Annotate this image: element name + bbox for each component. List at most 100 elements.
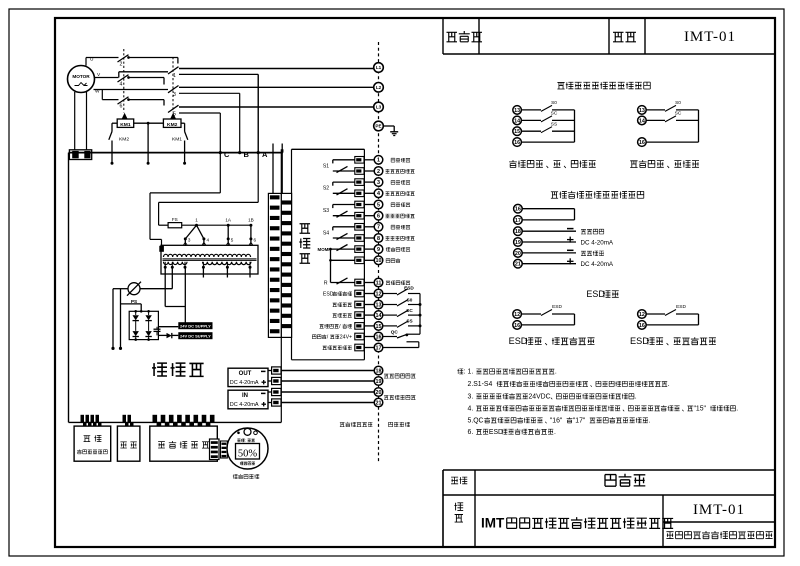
svg-text:DC 4-20mA: DC 4-20mA	[230, 380, 259, 386]
svg-text:13: 13	[376, 302, 382, 308]
svg-text:3: 3	[377, 180, 380, 186]
svg-text:S3: S3	[323, 208, 329, 214]
svg-text:S2: S2	[323, 186, 329, 192]
svg-text:1: 1	[195, 218, 198, 223]
svg-text:5: 5	[377, 202, 380, 208]
svg-text:V: V	[97, 72, 101, 78]
svg-text:IMT-01: IMT-01	[693, 502, 745, 518]
svg-text:10: 10	[376, 258, 382, 264]
svg-text:24V+: 24V+	[340, 334, 352, 340]
svg-text:.: .	[649, 417, 651, 424]
svg-text:ESD: ESD	[404, 286, 414, 291]
svg-text:A: A	[262, 150, 268, 159]
svg-text:ESD: ESD	[489, 429, 503, 436]
svg-text:16: 16	[514, 323, 520, 329]
svg-text:13: 13	[514, 108, 520, 114]
svg-text:11: 11	[376, 280, 382, 286]
svg-text:4: 4	[207, 237, 210, 242]
svg-text::: :	[245, 438, 246, 443]
svg-text:ESD: ESD	[630, 336, 649, 346]
svg-text:1: 1	[377, 158, 380, 164]
svg-text:16: 16	[515, 207, 521, 213]
svg-text:12: 12	[514, 312, 520, 318]
svg-text:3: 3	[173, 92, 176, 98]
svg-text:13: 13	[639, 108, 645, 114]
svg-text:19: 19	[376, 379, 382, 385]
svg-text:SC: SC	[675, 111, 682, 117]
svg-text:B: B	[244, 150, 250, 159]
svg-text:SC: SC	[551, 111, 558, 117]
svg-text:16: 16	[376, 334, 382, 340]
svg-text:S1: S1	[323, 163, 329, 169]
svg-text:9: 9	[377, 247, 380, 253]
svg-text:"17": "17"	[573, 417, 586, 424]
svg-text:24V DC SUPPLY: 24V DC SUPPLY	[180, 334, 211, 339]
svg-text:15: 15	[514, 129, 520, 135]
svg-text:SC: SC	[406, 308, 413, 313]
svg-text:.: .	[555, 369, 557, 376]
svg-text:.: .	[554, 429, 556, 436]
svg-text:/: /	[327, 334, 329, 340]
svg-text:SS: SS	[406, 319, 412, 324]
svg-text:14: 14	[639, 118, 645, 124]
svg-text:U: U	[90, 57, 94, 63]
svg-text:SS: SS	[551, 122, 557, 128]
svg-text:ESD: ESD	[509, 336, 528, 346]
svg-text:19: 19	[515, 240, 521, 246]
svg-text:5.QC: 5.QC	[468, 417, 484, 424]
svg-text:20: 20	[515, 251, 521, 257]
svg-text:17: 17	[376, 345, 382, 351]
svg-text:ESD: ESD	[586, 289, 605, 299]
svg-text:21: 21	[376, 400, 382, 406]
svg-text:50%: 50%	[238, 448, 258, 459]
svg-text:4: 4	[120, 82, 123, 88]
svg-text:8: 8	[377, 236, 380, 242]
svg-text:DC 4-20mA: DC 4-20mA	[581, 239, 614, 246]
svg-text:W: W	[95, 89, 100, 95]
svg-text:1B: 1B	[248, 218, 254, 223]
svg-text:PE: PE	[375, 124, 381, 129]
svg-text:24V DC SUPPLY: 24V DC SUPPLY	[180, 324, 211, 329]
svg-text:DC 4-20mA: DC 4-20mA	[230, 402, 259, 408]
svg-text:IN: IN	[242, 393, 248, 399]
svg-text:IMT-01: IMT-01	[684, 29, 736, 45]
svg-text:16: 16	[514, 140, 520, 146]
svg-text:KM2: KM2	[167, 122, 178, 128]
svg-text:.: .	[668, 381, 670, 388]
svg-text:.: .	[635, 393, 637, 400]
svg-text:L1: L1	[376, 65, 382, 70]
svg-text:.: .	[736, 405, 738, 412]
svg-text:ESD: ESD	[323, 291, 334, 297]
svg-text:L2: L2	[376, 85, 382, 90]
svg-text:6: 6	[120, 104, 123, 110]
svg-text:/: /	[339, 324, 341, 330]
svg-text:17: 17	[515, 218, 521, 224]
svg-text:6.: 6.	[468, 429, 474, 436]
svg-text:2: 2	[377, 169, 380, 175]
svg-text:5: 5	[173, 112, 176, 118]
svg-text:12: 12	[376, 291, 382, 297]
svg-text:QC: QC	[391, 330, 399, 335]
svg-text:3: 3	[188, 237, 191, 242]
svg-text:1.: 1.	[468, 369, 474, 376]
svg-text:16: 16	[639, 323, 645, 329]
svg-text:1: 1	[173, 73, 176, 79]
svg-text:S0: S0	[675, 100, 681, 106]
svg-text:21: 21	[515, 262, 521, 268]
svg-text:5: 5	[231, 237, 234, 242]
svg-text:S4: S4	[323, 230, 329, 236]
svg-text:FS: FS	[172, 217, 178, 222]
svg-text:ESD: ESD	[676, 304, 686, 310]
svg-text:14: 14	[514, 118, 520, 124]
svg-text:4: 4	[377, 191, 380, 197]
svg-text:IMT: IMT	[481, 515, 505, 530]
svg-text:C: C	[224, 150, 230, 159]
svg-text:1A: 1A	[225, 218, 232, 223]
svg-text:12: 12	[639, 312, 645, 318]
svg-text::: :	[464, 369, 466, 376]
svg-text:MOMI: MOMI	[318, 247, 330, 252]
svg-text:S0: S0	[407, 297, 413, 302]
svg-text:2.S1-S4: 2.S1-S4	[468, 381, 493, 388]
svg-text:18: 18	[515, 229, 521, 235]
svg-text:DC 4-20mA: DC 4-20mA	[581, 261, 614, 268]
